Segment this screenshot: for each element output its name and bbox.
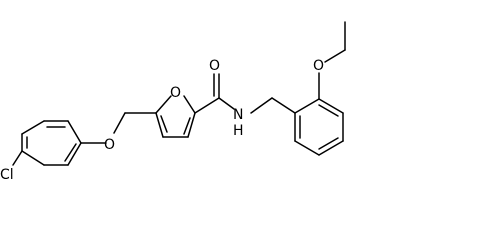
furan-ring [155, 95, 196, 138]
furan-oxygen-label: O [170, 85, 181, 101]
carbonyl-n-bond [218, 97, 235, 110]
ch2-benzyl-bond [271, 97, 296, 114]
carbonyl-oxygen-label: O [209, 58, 220, 74]
ethoxy-oxygen-label: O [313, 58, 324, 74]
chemical-structure-diagram: Cl O O O N H O [0, 21, 346, 183]
amide-nitrogen-label: N [233, 107, 243, 123]
o-ch2-bond [113, 112, 126, 134]
chlorine-label: Cl [0, 167, 14, 183]
c-cl-bond [12, 150, 23, 166]
o-ethyl-bond [324, 49, 346, 63]
chlorophenyl-ring [21, 120, 82, 166]
ethoxyphenyl-ring [294, 98, 344, 156]
amide-hydrogen-label: H [233, 123, 244, 139]
ether-oxygen-label: O [104, 137, 115, 153]
furan-carbonyl-bond [194, 97, 220, 114]
n-ch2-bond [250, 97, 273, 114]
